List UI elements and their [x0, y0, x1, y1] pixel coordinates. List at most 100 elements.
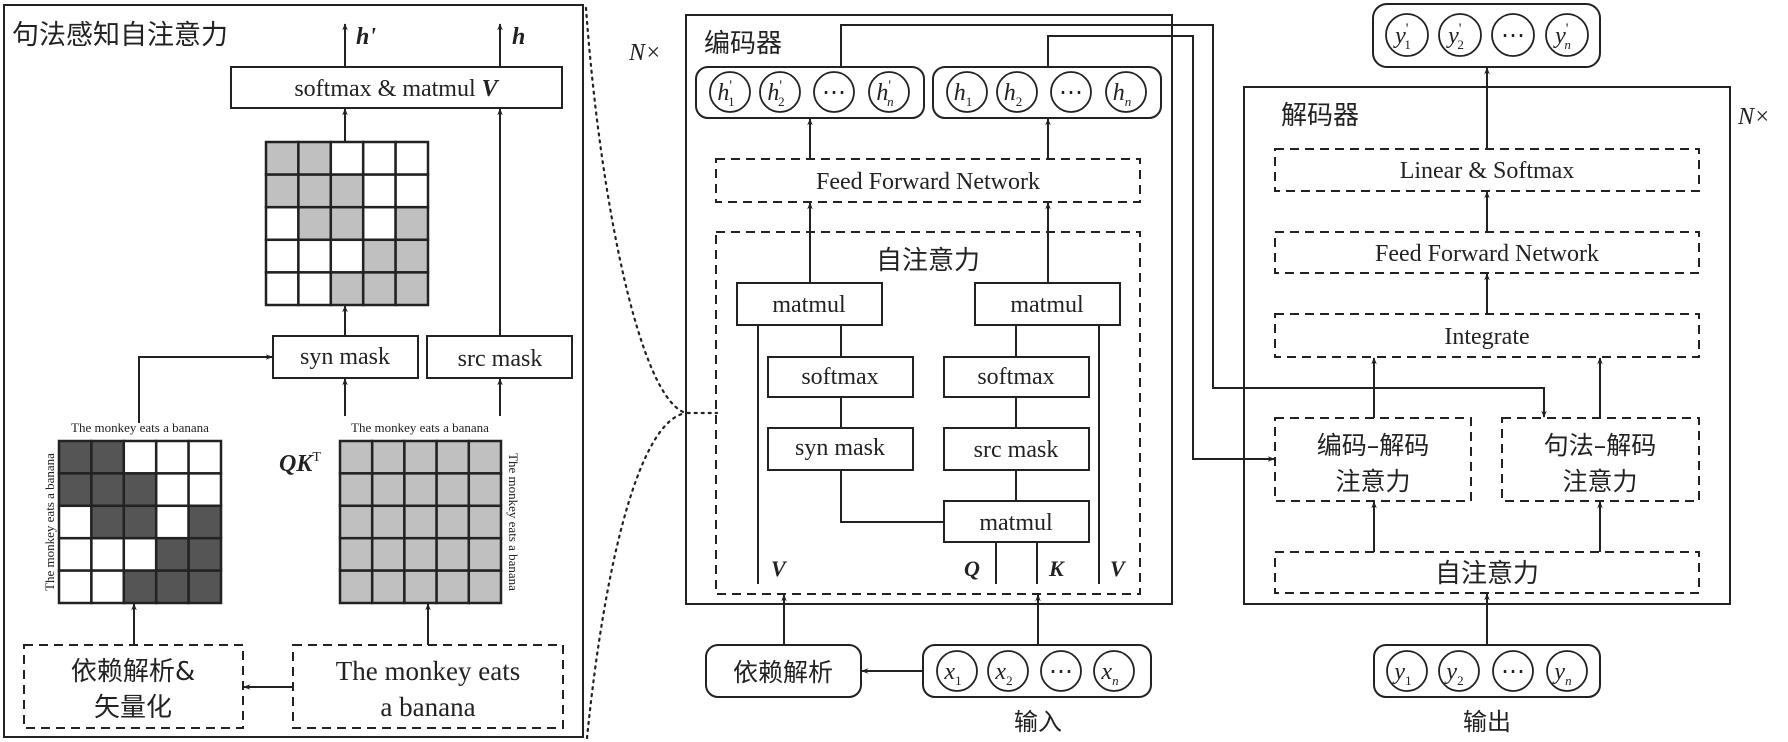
- qk-grid-cell: [403, 569, 438, 605]
- softmax-matmul-box: [230, 66, 563, 109]
- dependency-grid-cell: [154, 504, 190, 540]
- dependency-grid: [57, 439, 223, 605]
- h-node-circle: [1050, 71, 1092, 113]
- dependency-grid-cell: [122, 536, 158, 572]
- syn-dec-attention-line2: 注意力: [1562, 467, 1637, 496]
- h-node-symbol: ⋯: [1059, 80, 1083, 106]
- h-prime-node-symbol: h'2: [767, 78, 784, 109]
- syn-dec-attention-box: [1501, 417, 1700, 502]
- h-prime-group: [695, 66, 925, 119]
- dependency-grid-cell: [187, 569, 223, 605]
- sentence-line2: a banana: [380, 692, 475, 722]
- y-prime-node-symbol: y'n: [1553, 21, 1571, 52]
- sentence-box: [292, 644, 564, 729]
- qk-grid-cell: [435, 439, 471, 475]
- output-label: 输出: [1463, 708, 1511, 736]
- input-node-circle: [1040, 650, 1082, 692]
- qk-grid-cell: [370, 504, 406, 540]
- qk-grid-cell: [467, 504, 503, 540]
- h-prime-node-circle: [709, 71, 751, 113]
- masked-grid-cell: [297, 238, 333, 274]
- k-label: K: [1048, 556, 1065, 581]
- qk-grid-cell: [338, 536, 374, 572]
- encoder-title: 编码器: [704, 29, 782, 59]
- dependency-grid-side-label: The monkey eats a banana: [42, 453, 57, 591]
- masked-grid-cell: [329, 173, 365, 209]
- syn-mask-to-matmul-link: [840, 470, 944, 523]
- softmax-right-label: softmax: [977, 364, 1054, 390]
- masked-grid-cell: [329, 238, 365, 274]
- input-node-symbol: x2: [994, 659, 1012, 688]
- qk-grid-cell: [403, 472, 438, 508]
- h-prime-node-symbol: ⋯: [822, 80, 846, 106]
- encoder-ffn-box: [715, 158, 1141, 203]
- matmul-left-box: [736, 282, 883, 326]
- qk-grid-cell: [435, 569, 471, 605]
- syn-mask-label: syn mask: [300, 344, 390, 370]
- integrate-box: [1274, 313, 1700, 358]
- qk-grid-cell: [435, 536, 471, 572]
- decoder-self-attention-box: [1274, 551, 1700, 594]
- decoder-ffn-box: [1274, 231, 1700, 274]
- h-prime-to-syntax-decoder-connector: [840, 24, 1547, 418]
- dependency-vectorize-line1: 依赖解析&: [71, 657, 195, 687]
- y-prime-node-symbol: y'2: [1446, 21, 1464, 52]
- dependency-grid-cell: [187, 504, 223, 540]
- y-prime-group: [1372, 3, 1601, 68]
- dependency-grid-cell: [90, 472, 126, 508]
- output-group: [1373, 644, 1601, 698]
- zoom-connector-bottom: [585, 411, 688, 740]
- dependency-parse-box: [705, 644, 862, 698]
- h-node-circle: [1105, 71, 1147, 113]
- matmul-right-label: matmul: [1010, 292, 1084, 318]
- sentence-line1: The monkey eats: [336, 656, 520, 686]
- y-prime-node-circle: [1491, 13, 1535, 57]
- masked-score-grid: [264, 140, 430, 307]
- masked-grid-cell: [361, 140, 397, 176]
- dependency-grid-cell: [154, 536, 190, 572]
- masked-grid-cell: [394, 238, 430, 274]
- h-prime-node-symbol: h'n: [876, 78, 893, 109]
- masked-grid-cell: [329, 140, 365, 176]
- h-prime-label: h': [356, 24, 376, 50]
- dependency-grid-cell: [154, 472, 190, 508]
- masked-grid-cell: [264, 238, 300, 274]
- dependency-grid-cell: [122, 504, 158, 540]
- softmax-right-box: [943, 356, 1090, 398]
- input-node-circle: [987, 650, 1029, 692]
- input-node-symbol: ⋯: [1049, 659, 1073, 685]
- dependency-grid-cell: [122, 439, 158, 475]
- syntax-aware-attention-panel: 句法感知自注意力 h' h softmax & matmul V syn mas…: [3, 4, 584, 738]
- decoder-ffn-label: Feed Forward Network: [1375, 241, 1599, 267]
- enc-dec-attention-box: [1274, 417, 1472, 502]
- qk-label: QKT: [279, 450, 321, 477]
- input-node-symbol: xn: [1100, 659, 1118, 688]
- qk-grid-top-label: The monkey eats a banana: [351, 420, 489, 435]
- encoder-src-mask-label: src mask: [974, 437, 1059, 463]
- encoder-repeat-label: N×: [628, 40, 661, 66]
- dependency-grid-cell: [57, 569, 93, 605]
- input-node-circle: [936, 650, 978, 692]
- output-node-symbol: y1: [1392, 659, 1411, 688]
- qk-grid-cell: [403, 536, 438, 572]
- qk-grid-cell: [435, 472, 471, 508]
- dependency-grid-cell: [57, 536, 93, 572]
- linear-softmax-box: [1274, 148, 1700, 192]
- dependency-grid-cell: [187, 536, 223, 572]
- encoder-self-attention-box: [715, 231, 1141, 595]
- y-prime-node-symbol: ⋯: [1501, 23, 1525, 49]
- encoder-ffn-label: Feed Forward Network: [816, 169, 1040, 195]
- masked-grid-cell: [394, 173, 430, 209]
- syn-mask-box: [272, 335, 419, 379]
- output-node-circle: [1386, 650, 1428, 692]
- h-label: h: [512, 24, 525, 50]
- qk-grid-cell: [338, 439, 374, 475]
- dependency-parse-label: 依赖解析: [733, 658, 833, 687]
- softmax-matmul-label: softmax & matmul V: [294, 76, 499, 102]
- masked-grid-cell: [264, 140, 300, 176]
- dependency-vectorize-line2: 矢量化: [94, 693, 172, 723]
- qk-grid-cell: [370, 472, 406, 508]
- dependency-grid-cell: [187, 472, 223, 508]
- output-node-symbol: y2: [1444, 659, 1463, 688]
